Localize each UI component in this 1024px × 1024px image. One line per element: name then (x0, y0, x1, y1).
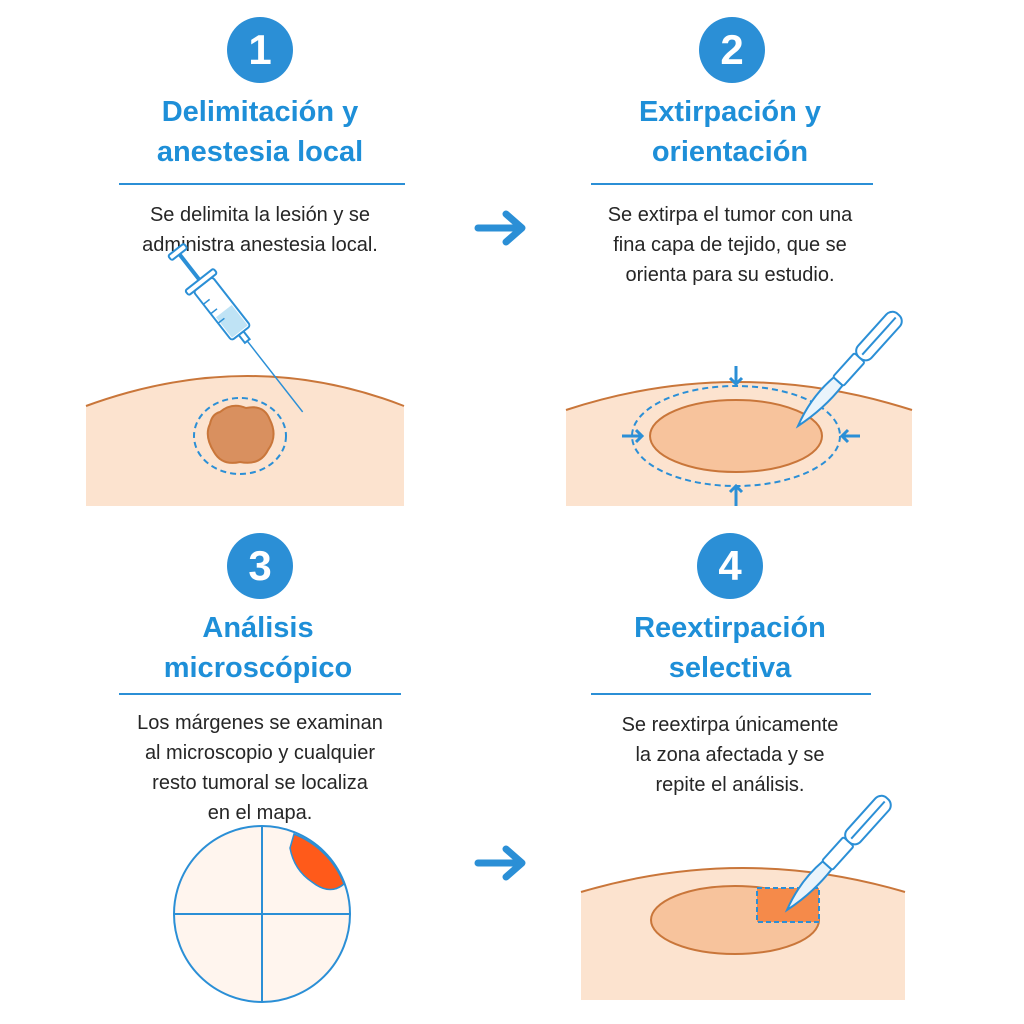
step-1-number-badge: 1 (227, 17, 293, 83)
step-1-description: Se delimita la lesión y se administra an… (100, 200, 420, 260)
step-4-description: Se reextirpa únicamente la zona afectada… (570, 710, 890, 800)
step-2-title-line-2: orientación (651, 136, 809, 168)
step-1-divider (119, 183, 405, 185)
syringe-icon (167, 243, 304, 413)
step-2-number-badge: 2 (699, 17, 765, 83)
arrow-right-icon (474, 210, 526, 246)
step-3-divider (119, 693, 401, 695)
step-1-title: Delimitación y anestesia local (110, 92, 410, 172)
step-3-number-badge: 3 (227, 533, 293, 599)
step-2-description: Se extirpa el tumor con una fina capa de… (570, 200, 890, 290)
step-3-desc-line: resto tumoral se localiza (152, 772, 368, 794)
step-3-desc-line: Los márgenes se examinan (137, 712, 383, 734)
step-4-title: Reextirpación selectiva (580, 608, 880, 688)
orientation-marks (622, 366, 860, 506)
step-2-title-line-1: Extirpación y (638, 96, 822, 128)
step-2-illustration (565, 310, 913, 506)
step-3-title-line-1: Análisis (202, 612, 314, 644)
skin-edge (85, 375, 405, 407)
step-4-title-line-1: Reextirpación (634, 612, 826, 644)
step-3-description: Los márgenes se examinan al microscopio … (100, 708, 420, 828)
step-2-desc-line: orienta para su estudio. (625, 264, 835, 286)
step-4-desc-line: repite el análisis. (655, 774, 805, 796)
tumor-residue-region (289, 833, 345, 891)
microscopic-map-icon (173, 825, 351, 1003)
step-3-desc-line: en el mapa. (207, 802, 313, 824)
scalpel-icon (795, 310, 903, 429)
scalpel-icon (784, 794, 892, 913)
lesion (206, 404, 275, 464)
step-4-illustration (580, 794, 906, 1000)
step-3-title: Análisis microscópico (108, 608, 408, 688)
arrow-right-icon (474, 845, 526, 881)
step-4-desc-line: Se reextirpa únicamente (621, 714, 839, 736)
step-4-number-badge: 4 (697, 533, 763, 599)
step-1-desc-line: administra anestesia local. (142, 234, 378, 256)
step-2-title: Extirpación y orientación (580, 92, 880, 172)
step-2-desc-line: Se extirpa el tumor con una (607, 204, 853, 226)
step-1-illustration (85, 243, 405, 506)
step-2-desc-line: fina capa de tejido, que se (613, 234, 847, 256)
step-1-title-line-1: Delimitación y (161, 96, 359, 128)
step-3-title-line-2: microscópico (163, 652, 353, 684)
step-4-desc-line: la zona afectada y se (635, 744, 825, 766)
step-2-divider (591, 183, 873, 185)
step-1-title-line-2: anestesia local (156, 136, 364, 168)
delimitation-margin (193, 397, 287, 475)
excised-tissue (649, 399, 823, 473)
step-4-title-line-2: selectiva (668, 652, 792, 684)
step-4-divider (591, 693, 871, 695)
skin-edge (580, 867, 906, 893)
step-3-desc-line: al microscopio y cualquier (144, 742, 376, 764)
step-1-desc-line: Se delimita la lesión y se (149, 204, 371, 226)
